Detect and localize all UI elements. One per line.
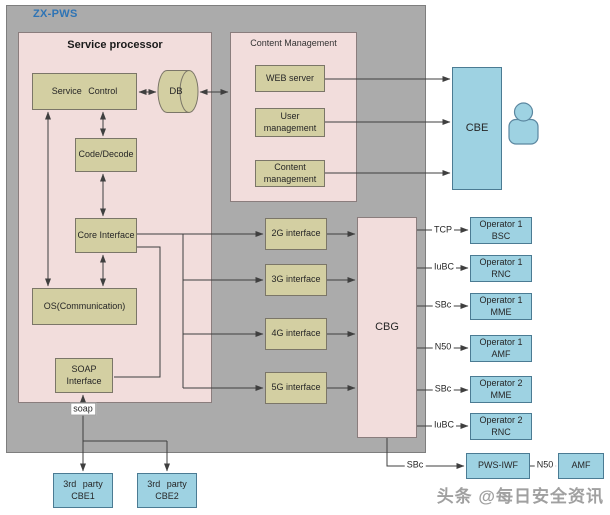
user-icon bbox=[508, 102, 539, 145]
operator1-mme-node: Operator 1 MME bbox=[470, 293, 532, 320]
link-label-n50-amf: N50 bbox=[534, 459, 556, 471]
amf-node: AMF bbox=[558, 453, 604, 479]
zxpws-label: ZX-PWS bbox=[33, 8, 78, 20]
link-label-soap: soap bbox=[70, 402, 96, 416]
link-label-iubc-op1: IuBC bbox=[431, 261, 457, 273]
web-server-node: WEB server bbox=[255, 65, 325, 92]
link-label-tcp: TCP bbox=[432, 224, 454, 236]
cbe-node: CBE bbox=[452, 67, 502, 190]
link-label-sbc-op1: SBc bbox=[432, 299, 454, 311]
os-communication-node: OS(Communication) bbox=[32, 288, 137, 325]
service-processor-title: Service processor bbox=[67, 39, 163, 51]
operator1-bsc-node: Operator 1 BSC bbox=[470, 217, 532, 244]
soap-interface-node: SOAP Interface bbox=[55, 358, 113, 393]
pws-iwf-node: PWS-IWF bbox=[466, 453, 530, 479]
cbg-node: CBG bbox=[357, 217, 417, 438]
third-party-cbe1-node: 3rd party CBE1 bbox=[53, 473, 113, 508]
user-management-node: User management bbox=[255, 108, 325, 137]
operator1-amf-node: Operator 1 AMF bbox=[470, 335, 532, 362]
operator2-mme-node: Operator 2 MME bbox=[470, 376, 532, 403]
link-label-sbc-pws-iwf: SBc bbox=[404, 459, 426, 471]
db-label: DB bbox=[169, 86, 183, 97]
operator2-rnc-node: Operator 2 RNC bbox=[470, 413, 532, 440]
code-decode-node: Code/Decode bbox=[75, 138, 137, 172]
content-management-node: Content management bbox=[255, 160, 325, 187]
5g-interface-node: 5G interface bbox=[265, 372, 327, 404]
link-label-n50-op1: N50 bbox=[432, 341, 454, 353]
content-management-title: Content Management bbox=[250, 38, 337, 48]
3g-interface-node: 3G interface bbox=[265, 264, 327, 296]
watermark: 头条 @每日安全资讯 bbox=[436, 487, 604, 506]
link-label-iubc-op2: IuBC bbox=[431, 419, 457, 431]
core-interface-node: Core Interface bbox=[75, 218, 137, 253]
service-control-node: Service Control bbox=[32, 73, 137, 110]
link-label-sbc-op2: SBc bbox=[432, 383, 454, 395]
third-party-cbe2-node: 3rd party CBE2 bbox=[137, 473, 197, 508]
operator1-rnc-node: Operator 1 RNC bbox=[470, 255, 532, 282]
4g-interface-node: 4G interface bbox=[265, 318, 327, 350]
2g-interface-node: 2G interface bbox=[265, 218, 327, 250]
